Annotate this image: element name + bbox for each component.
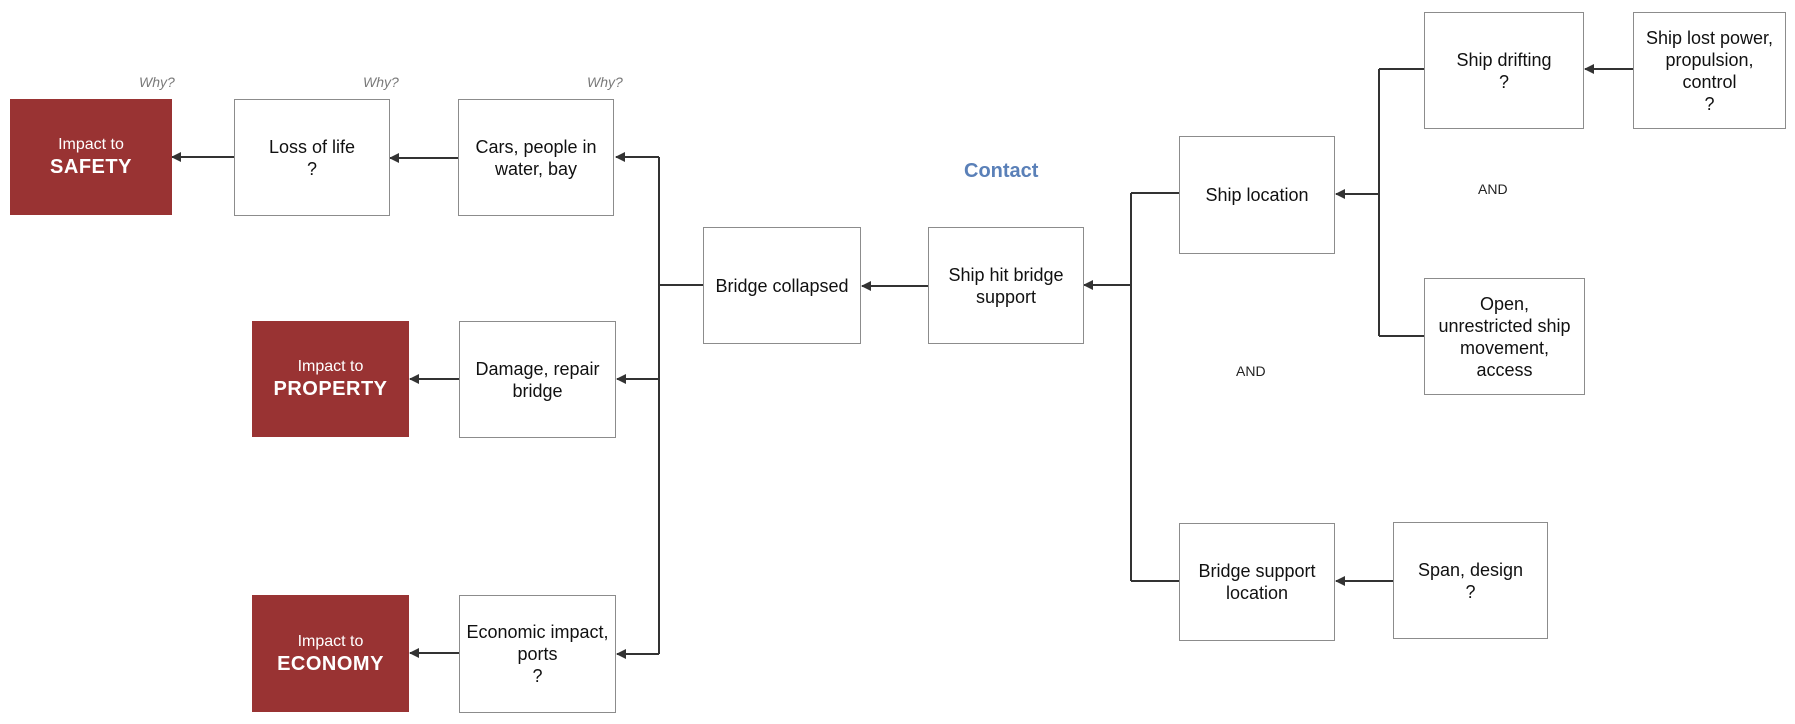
impact-property-box: Impact to PROPERTY: [252, 321, 409, 437]
impact-economy-prefix: Impact to: [297, 632, 364, 650]
impact-property-prefix: Impact to: [297, 358, 364, 375]
why-label-1: Why?: [139, 74, 175, 90]
node-open-movement: Open, unrestricted ship movement, access: [1424, 278, 1585, 395]
node-ship-lost-power: Ship lost power, propulsion, control ?: [1633, 12, 1786, 129]
node-loss-of-life: Loss of life ?: [234, 99, 390, 216]
node-damage-repair: Damage, repair bridge: [459, 321, 616, 438]
node-bridge-collapsed: Bridge collapsed: [703, 227, 861, 344]
why-label-3: Why?: [587, 74, 623, 90]
node-ship-hit-support: Ship hit bridge support: [928, 227, 1084, 344]
impact-property-name: PROPERTY: [273, 378, 388, 400]
impact-safety-prefix: Impact to: [58, 136, 124, 153]
node-cars-people: Cars, people in water, bay: [458, 99, 614, 216]
node-economic-impact: Economic impact, ports ?: [459, 595, 616, 713]
and-label-upper: AND: [1478, 181, 1508, 197]
node-ship-drifting: Ship drifting ?: [1424, 12, 1584, 129]
node-ship-location: Ship location: [1179, 136, 1335, 254]
impact-safety-name: SAFETY: [50, 156, 132, 178]
why-label-2: Why?: [363, 74, 399, 90]
contact-label: Contact: [964, 160, 1039, 182]
impact-economy-box: Impact to ECONOMY: [252, 595, 409, 712]
impact-safety-box: Impact to SAFETY: [10, 99, 172, 215]
node-bridge-support-location: Bridge support location: [1179, 523, 1335, 641]
and-label-lower: AND: [1236, 363, 1266, 379]
impact-economy-name: ECONOMY: [277, 652, 384, 675]
node-span-design: Span, design ?: [1393, 522, 1548, 639]
